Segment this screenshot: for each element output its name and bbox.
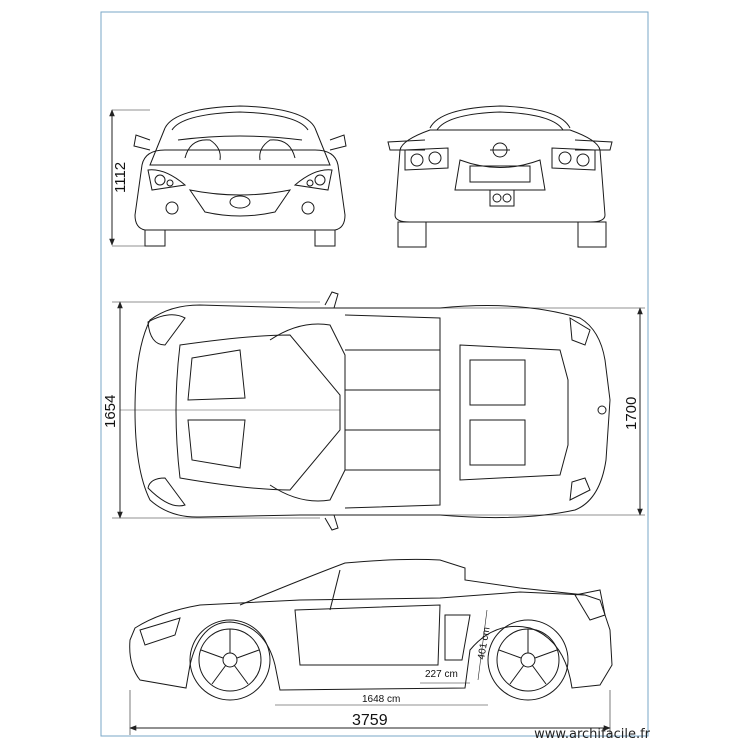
rear-overhang-label: 227 cm [425, 669, 458, 680]
dimension-lines [109, 109, 645, 735]
dimension-labels: 1112 1654 1700 3759 1648 cm 227 cm 401 c… [102, 162, 640, 729]
wheelbase-label: 1648 cm [362, 694, 400, 705]
watermark: www.archifacile.fr [534, 727, 650, 742]
drawing-frame [100, 11, 649, 737]
side-length-label: 3759 [352, 712, 388, 729]
side-view [129, 558, 613, 701]
front-view [133, 105, 347, 247]
top-width-right-label: 1700 [623, 397, 640, 430]
top-width-left-label: 1654 [102, 395, 119, 428]
front-height-label: 1112 [112, 162, 129, 193]
top-view [134, 291, 611, 531]
rear-view [387, 105, 613, 248]
wheel-height-label: 401 cm [476, 626, 493, 660]
